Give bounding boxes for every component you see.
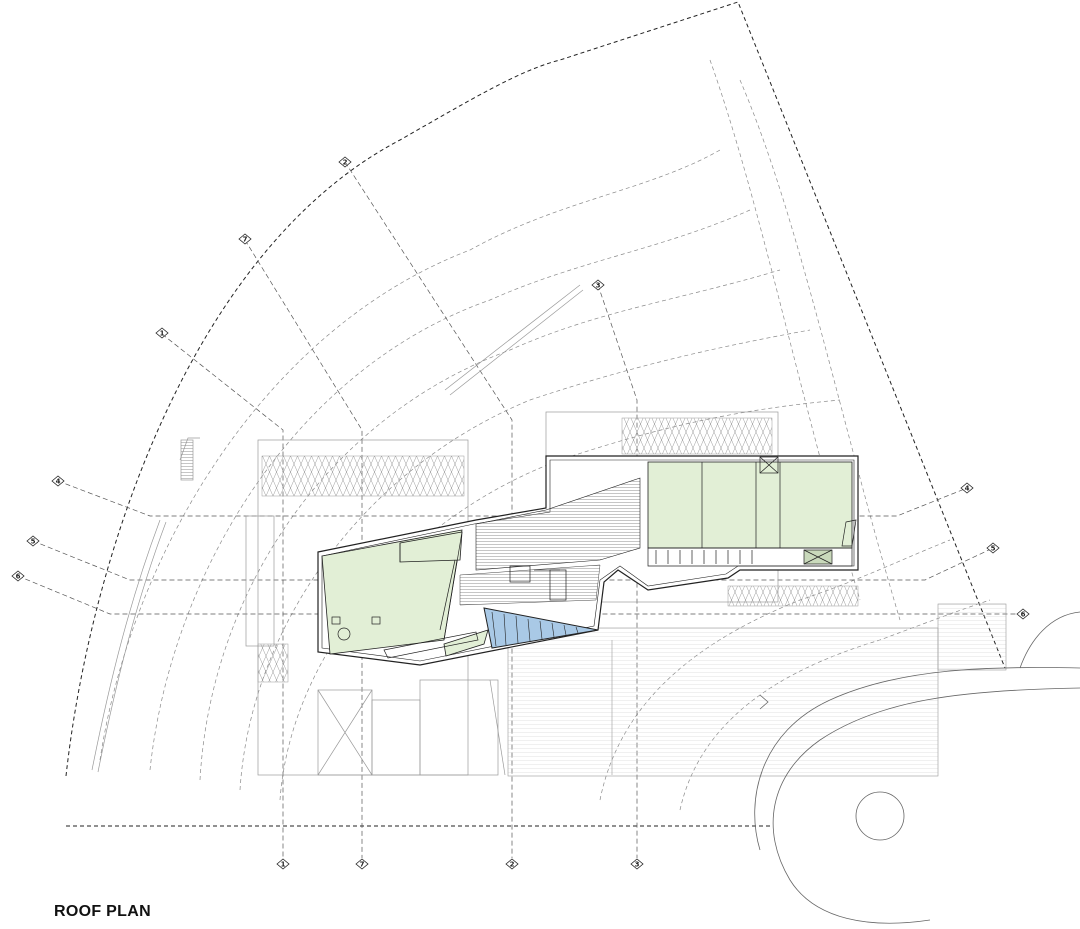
grid-tag-3-bottom (630, 858, 644, 870)
grid-tag-label: 6 (1021, 611, 1026, 619)
ramp-left (91, 437, 200, 773)
grid-tag-label: 3 (596, 282, 601, 290)
stepped-roof (459, 477, 641, 606)
grid-tag-label: 5 (31, 538, 36, 546)
grid-tag-1-bottom (276, 858, 290, 870)
grid-tag-4-right (960, 482, 974, 494)
grid-tag-7-top (238, 233, 252, 245)
grid-tag-5-right (986, 542, 1000, 554)
grid-tags (11, 156, 1030, 870)
grid-tag-label: 2 (510, 861, 515, 869)
grid-tag-2-bottom (505, 858, 519, 870)
site-boundary (65, 1, 1006, 777)
grid-tag-label: 3 (635, 861, 640, 869)
grid-tag-4-left (51, 475, 65, 487)
green-roof-areas (321, 461, 853, 657)
skylight (483, 607, 599, 649)
grid-lines (17, 161, 1017, 858)
grid-tag-label: 6 (16, 573, 21, 581)
grid-tag-6-left (11, 570, 25, 582)
driveway (507, 603, 1007, 777)
grid-tag-label: 5 (991, 545, 996, 553)
building-context (245, 284, 779, 776)
truss-patterns (257, 417, 859, 683)
grid-tag-3-top (591, 279, 605, 291)
grid-tag-7-bottom (355, 858, 369, 870)
drawing-title: ROOF PLAN (54, 903, 151, 920)
grid-tag-label: 1 (281, 861, 286, 869)
grid-tag-1-top (155, 327, 169, 339)
grid-tag-2-top (338, 156, 352, 168)
grid-tag-label: 2 (343, 159, 348, 167)
grid-tag-label: 1 (160, 330, 165, 338)
grid-tag-6-right (1016, 608, 1030, 620)
grid-tag-5-left (26, 535, 40, 547)
grid-tag-labels: 1 7 2 3 4 5 6 4 5 6 1 7 2 3 (16, 159, 1026, 869)
grid-tag-label: 7 (360, 861, 365, 869)
grid-tag-label: 4 (56, 478, 61, 486)
grid-tag-label: 4 (965, 485, 970, 493)
turnaround (754, 611, 1080, 924)
grid-tag-label: 7 (243, 236, 248, 244)
roof-details (331, 456, 857, 659)
